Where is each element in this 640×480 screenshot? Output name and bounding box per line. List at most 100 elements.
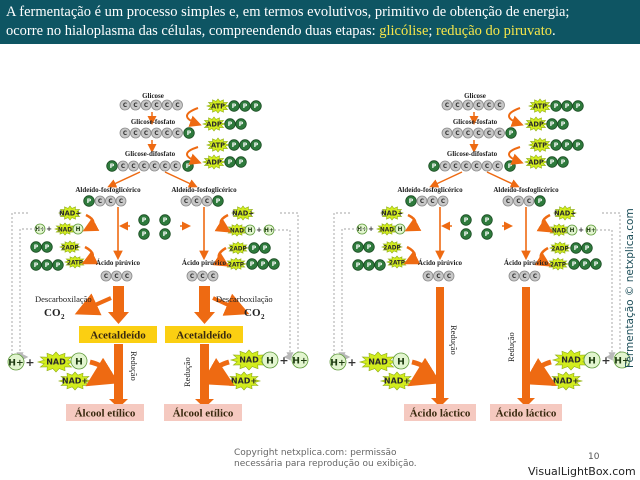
right-panel-mid-p4: P <box>481 228 493 240</box>
right-panel-ald-left-carbon-0-shape <box>416 195 428 207</box>
right-panel-curve-nad-right <box>536 213 554 233</box>
left-panel-glicose-carbon-4: C <box>161 99 173 111</box>
left-panel-acetaldeido-left-label: Acetaldeído <box>90 329 146 341</box>
right-panel-curve-adp-left <box>403 245 421 265</box>
left-panel-atp-right-p2: P <box>257 258 269 270</box>
right-panel-atp-2-star: ATP <box>528 137 552 153</box>
left-panel-shaft-right-head <box>195 399 214 408</box>
left-panel-bottom-h-left-label: H <box>75 356 83 367</box>
right-panel-atp-left-p2: P <box>363 259 375 271</box>
right-panel-acido-right-carbon-0: C <box>508 270 520 282</box>
left-panel-bottom-hplus-right-label: H+ <box>292 355 307 366</box>
left-panel-hplus-right-label: H+ <box>264 228 274 234</box>
left-panel-atp-1-p1-label: P <box>243 103 248 110</box>
left-panel-acido-left-carbon-0-shape <box>100 270 112 282</box>
left-panel-h-right-shape <box>244 224 256 236</box>
right-panel-gdf-p2-label: P <box>508 163 513 170</box>
right-panel-ald-left-carbon-0: C <box>416 195 428 207</box>
left-panel-acido-right-carbon-1: C <box>197 270 208 282</box>
left-panel-glicose-carbon-2-label: C <box>144 103 148 109</box>
left-panel-co2-left-sub: 2 <box>61 313 65 321</box>
right-panel-gdf-carbon-2: C <box>460 160 472 172</box>
left-panel-2atp-left-label: 2ATP <box>67 261 83 267</box>
right-panel-atp-left-p3-shape <box>374 259 386 271</box>
right-panel-adp-1-p0: P <box>546 118 558 130</box>
left-panel-ald-left-carbon-2: C <box>115 195 127 207</box>
left-panel-adp-2-p1-label: P <box>239 159 244 166</box>
right-panel-adp-1-p1-shape <box>557 118 569 130</box>
left-panel-gdf-carbon-2: C <box>138 160 150 172</box>
left-panel-co2-right: CO <box>244 307 261 319</box>
left-panel-gf-carbon-0-label: C <box>123 131 127 137</box>
right-panel-gf-label: Glicose-fosfato <box>453 118 498 126</box>
right-panel-ald-right-carbon-2-shape <box>523 195 535 207</box>
right-panel-adp-2-p0-shape <box>546 156 558 168</box>
left-panel-curve-adp-left <box>81 245 99 265</box>
left-panel-adp-right-p2: P <box>259 242 271 254</box>
right-panel-gf-carbon-1: C <box>452 127 463 139</box>
left-panel-gdf-carbon-1: C <box>128 160 139 172</box>
left-panel-gdf-carbon-3-label: C <box>152 164 156 170</box>
left-panel-gdf-p1: P <box>106 160 118 172</box>
left-panel-glicose-carbon-2-shape <box>140 99 152 111</box>
right-panel-glicose-carbon-4-label: C <box>487 103 491 109</box>
left-panel-atp-left-p1: P <box>30 259 42 271</box>
left-panel-2atp-right: 2ATP <box>225 257 247 271</box>
left-panel-mid-p2: P <box>138 228 150 240</box>
right-panel-h-right-label: H <box>570 228 575 234</box>
right-panel-plus-right: + <box>578 226 584 234</box>
right-panel-split-left <box>429 171 463 188</box>
right-panel-bottom-h-left-label: H <box>397 356 405 367</box>
left-panel-atp-left-p3: P <box>52 259 64 271</box>
right-panel-shaft-right-head <box>517 398 535 407</box>
right-panel-adp-1-p1: P <box>557 118 569 130</box>
left-panel-glicose-carbon-0-shape <box>119 99 131 111</box>
left-panel-ald-left-p-shape <box>83 195 95 207</box>
right-panel-shaft-left-head <box>431 398 449 407</box>
right-panel-gf-p-shape <box>505 127 517 139</box>
left-panel-glicose-carbon-0-label: C <box>123 103 127 109</box>
left-panel-co2-left: CO <box>44 307 61 319</box>
right-panel-2adp-left-shape <box>381 240 403 254</box>
left-panel-gf-carbon-3: C <box>151 127 162 139</box>
right-panel-gf-carbon-4-label: C <box>487 131 491 137</box>
left-panel-mid-p3-label: P <box>163 217 168 224</box>
right-panel-bottom-nad-left: NAD <box>358 351 398 373</box>
left-panel-descarb-left-label: Descarboxilação <box>35 294 92 304</box>
left-panel-mid-p3-shape <box>159 214 171 226</box>
left-panel-nadp-right-top-shape <box>231 205 255 221</box>
left-panel-atp-right-p1: P <box>246 258 258 270</box>
left-panel-atp-right-p1-shape <box>246 258 258 270</box>
right-panel-atp-1-p2-label: P <box>576 103 581 110</box>
left-panel-bottom-nad-left-label: NAD <box>46 358 66 367</box>
right-panel-bottom-hplus-left: H+ <box>329 353 347 371</box>
left-panel-gdf-carbon-0-shape <box>117 160 129 172</box>
right-panel-glicose-label: Glicose <box>464 92 486 100</box>
left-panel-nad-right: NAD <box>226 223 248 237</box>
left-panel-gf-carbon-5-label: C <box>175 131 179 137</box>
right-panel-atp-right-p1: P <box>568 258 580 270</box>
page-number: 10 <box>588 452 600 462</box>
right-panel-gf-carbon-1-shape <box>452 127 463 139</box>
header-period: . <box>552 23 556 39</box>
right-panel-atp-2-p0: P <box>550 139 562 151</box>
right-panel-gdf-carbon-0: C <box>439 160 451 172</box>
left-panel-gf-carbon-2-shape <box>140 127 152 139</box>
left-panel-gf-carbon-4-label: C <box>165 131 169 137</box>
left-panel-gf-carbon-3-shape <box>151 127 162 139</box>
right-panel-reducao-right: Redução <box>506 332 516 362</box>
copyright-line-1: Copyright netxplica.com: permissão <box>234 448 397 458</box>
right-panel-ald-left-p-label: P <box>409 198 414 205</box>
left-panel-gdf-carbon-4-shape <box>159 160 171 172</box>
right-panel-gf-carbon-0: C <box>441 127 453 139</box>
left-panel-h-right-label: H <box>248 228 253 234</box>
right-panel-nad-left-label: NAD <box>380 228 394 234</box>
left-panel-split-right <box>164 171 198 188</box>
right-panel-ald-right-carbon-1-shape <box>513 195 524 207</box>
left-panel-bottom-h-right-shape <box>261 351 279 369</box>
left-panel-glicose-label: Glicose <box>142 92 164 100</box>
left-panel-ald-left-carbon-1-shape <box>105 195 116 207</box>
left-panel-shaft-left-head <box>109 399 128 408</box>
left-panel-thick-arrow-right <box>194 286 215 324</box>
